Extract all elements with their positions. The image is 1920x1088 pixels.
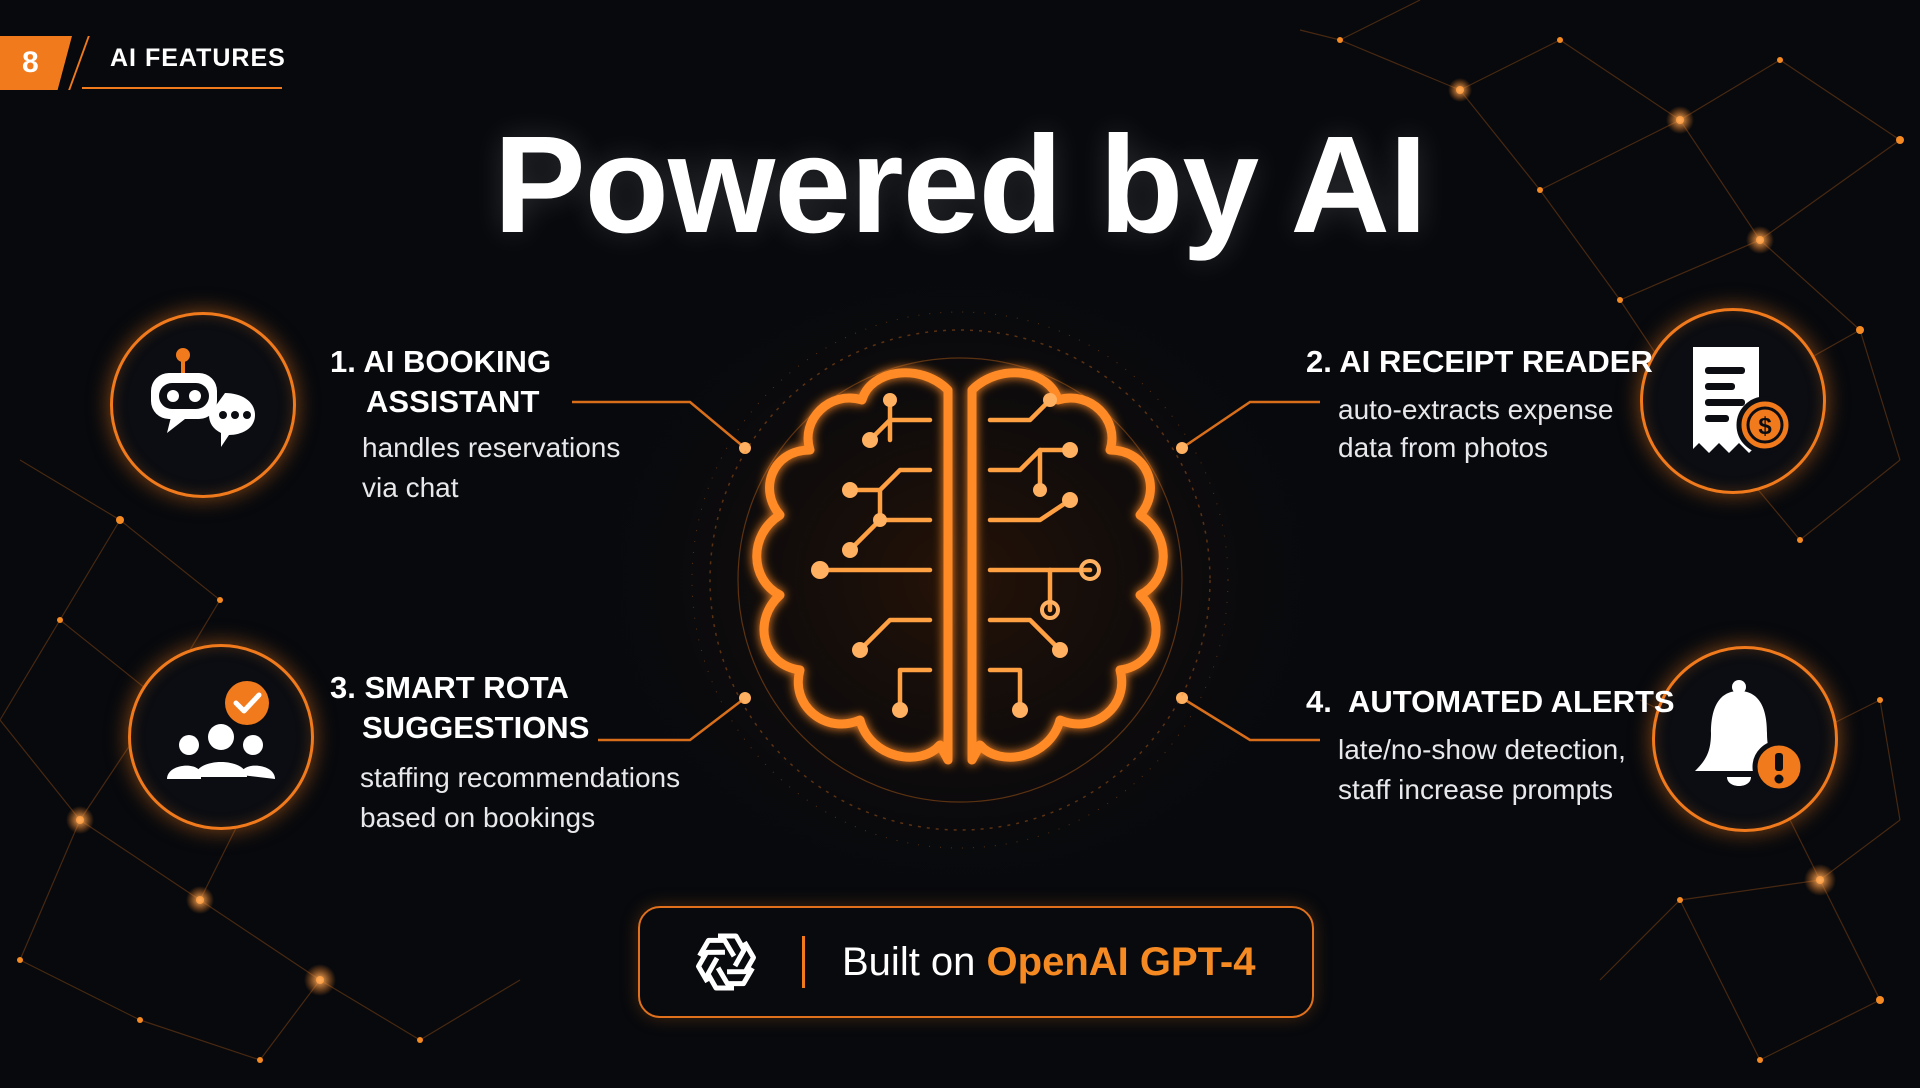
booking-assistant-icon-circle	[110, 312, 296, 498]
section-label: AI FEATURES	[110, 44, 286, 72]
feature-1-title-line-1: 1. AI BOOKING	[330, 344, 552, 379]
receipt-dollar-icon: $	[1693, 347, 1794, 454]
feature-1-title-line-2: ASSISTANT	[366, 384, 540, 419]
built-on-accent: OpenAI GPT-4	[986, 940, 1256, 984]
team-check-icon	[167, 681, 275, 779]
feature-2-title: 2. AI RECEIPT READER	[1306, 344, 1653, 379]
feature-3-desc-line-1: staffing recommendations	[360, 762, 681, 793]
feature-4-desc-line-1: late/no-show detection,	[1338, 734, 1626, 765]
openai-logo-icon	[695, 933, 757, 991]
circuit-brain	[640, 290, 1280, 870]
feature-1-desc-line-2: via chat	[362, 472, 459, 503]
svg-text:$: $	[1758, 413, 1772, 440]
feature-2-desc-line-2: data from photos	[1338, 432, 1549, 463]
badge-divider	[802, 936, 805, 988]
page-title: Powered by AI	[493, 108, 1428, 262]
built-on-openai-badge: Built on OpenAI GPT-4	[638, 906, 1314, 1018]
feature-3-title-line-2: SUGGESTIONS	[362, 710, 590, 745]
feature-3-title-line-1: 3. SMART ROTA	[330, 670, 569, 705]
built-on-prefix: Built on	[842, 940, 987, 984]
feature-4-desc-line-2: staff increase prompts	[1338, 774, 1613, 805]
feature-1-desc-line-1: handles reservations	[362, 432, 621, 463]
feature-2-desc-line-1: auto-extracts expense	[1338, 394, 1614, 425]
bell-alert-icon	[1695, 680, 1806, 794]
feature-3-desc-line-2: based on bookings	[360, 802, 596, 833]
automated-alerts-icon-circle	[1652, 646, 1838, 832]
chatbot-icon	[151, 348, 255, 447]
built-on-text: Built on OpenAI GPT-4	[842, 938, 1255, 986]
feature-4-title: 4. AUTOMATED ALERTS	[1306, 684, 1675, 719]
brain-icon	[691, 311, 1229, 849]
section-underline	[82, 87, 282, 89]
rota-suggestions-icon-circle	[128, 644, 314, 830]
receipt-reader-icon-circle: $	[1640, 308, 1826, 494]
